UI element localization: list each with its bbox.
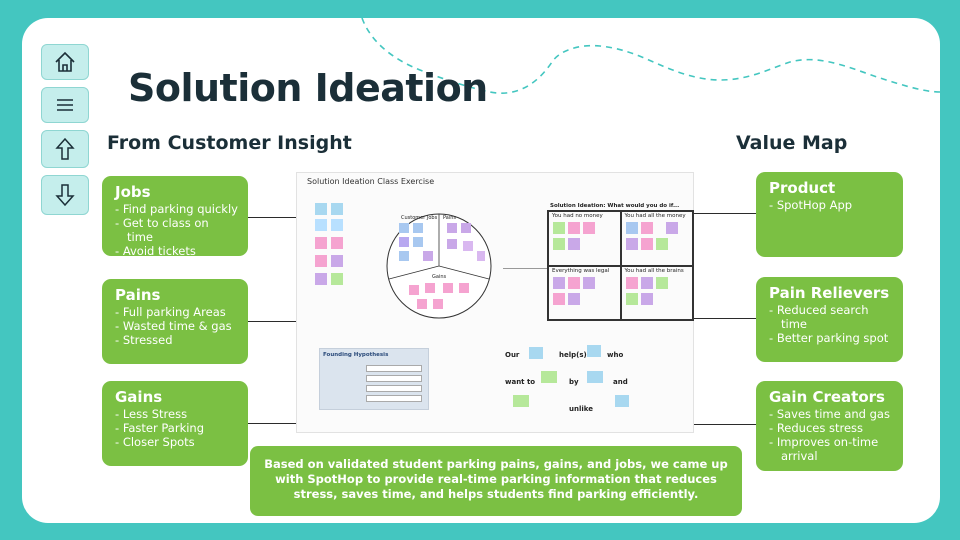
gain-creators-card: Gain Creators Saves time and gas Reduces… [756,381,903,471]
summary-banner: Based on validated student parking pains… [250,446,742,516]
list-item: Reduces stress [769,421,893,435]
list-item: SpotHop App [769,198,893,212]
previous-slide-button[interactable] [41,130,89,168]
card-heading: Jobs [115,183,151,201]
card-heading: Product [769,179,836,197]
sticky-note [315,203,327,215]
list-item: Saves time and gas [769,407,893,421]
menu-icon [57,99,73,111]
sticky-note [331,273,343,285]
list-item: Improves on-time arrival [769,435,893,463]
home-button[interactable] [41,44,89,80]
list-item: Stressed [115,333,238,347]
form-row [366,375,422,382]
sticky-note [587,371,603,383]
ideation-grid: You had no money You had all the money E… [547,210,694,321]
connector-line [248,321,296,322]
connector-line [694,424,756,425]
sticky-note [615,395,629,407]
list-item: Get to class on time [115,216,238,244]
sticky-note [331,203,343,215]
value-proposition-wheel [386,213,492,319]
form-row [366,365,422,372]
left-heading: From Customer Insight [107,132,352,154]
home-icon [55,51,75,72]
pains-card: Pains Full parking Areas Wasted time & g… [102,279,248,364]
gains-card: Gains Less Stress Faster Parking Closer … [102,381,248,466]
grid-title: Solution Ideation: What would you do if.… [550,203,680,209]
sticky-note [331,237,343,249]
list-item: Avoid tickets [115,244,238,258]
list-item: Faster Parking [115,421,238,435]
list-item: Less Stress [115,407,238,421]
connector-line [694,318,756,319]
wheel-label-pains: Pains [443,215,457,221]
list-item: Wasted time & gas [115,319,238,333]
exercise-screenshot: Solution Ideation Class Exercise Custome… [296,172,694,433]
sticky-note [331,219,343,231]
wheel-label-jobs: Customer Jobs [401,215,438,221]
sticky-note [315,255,327,267]
form-row [366,395,422,402]
statement-word: Our [505,351,520,359]
connector-line [503,268,547,269]
statement-word: help(s) [559,351,587,359]
pain-relievers-card: Pain Relievers Reduced search time Bette… [756,277,903,362]
grid-quadrant: You had all the brains [620,265,693,320]
menu-button[interactable] [41,87,89,123]
list-item: Find parking quickly [115,202,238,216]
connector-line [248,217,296,218]
arrow-up-icon [55,137,75,160]
connector-line [248,423,296,424]
sticky-note [331,255,343,267]
list-item: Better parking spot [769,331,893,345]
founding-hypothesis-title: Founding Hypothesis [323,352,389,358]
card-heading: Gains [115,388,163,406]
exercise-title: Solution Ideation Class Exercise [307,177,435,186]
sticky-note [315,273,327,285]
wheel-label-gains: Gains [432,274,447,280]
page-title: Solution Ideation [128,66,488,110]
list-item: Reduced search time [769,303,893,331]
card-heading: Pain Relievers [769,284,890,302]
sticky-note [529,347,543,359]
product-card: Product SpotHop App [756,172,903,257]
sticky-note [315,219,327,231]
founding-hypothesis-panel: Founding Hypothesis [319,348,429,410]
connector-line [694,213,756,214]
grid-quadrant: Everything was legal [548,265,621,320]
statement-word: who [607,351,624,359]
arrow-down-icon [55,184,75,207]
sticky-note [315,237,327,249]
list-item: Closer Spots [115,435,238,449]
grid-quadrant: You had no money [548,211,621,266]
sticky-note [541,371,557,383]
card-heading: Pains [115,286,161,304]
list-item: Full parking Areas [115,305,238,319]
form-row [366,385,422,392]
sticky-note [587,345,601,357]
right-heading: Value Map [736,132,848,154]
statement-word: unlike [569,405,593,413]
statement-word: by [569,378,579,386]
next-slide-button[interactable] [41,175,89,215]
jobs-card: Jobs Find parking quickly Get to class o… [102,176,248,258]
statement-word: and [613,378,628,386]
statement-word: want to [505,378,536,386]
card-heading: Gain Creators [769,388,885,406]
sticky-note [513,395,529,407]
grid-quadrant: You had all the money [620,211,693,266]
